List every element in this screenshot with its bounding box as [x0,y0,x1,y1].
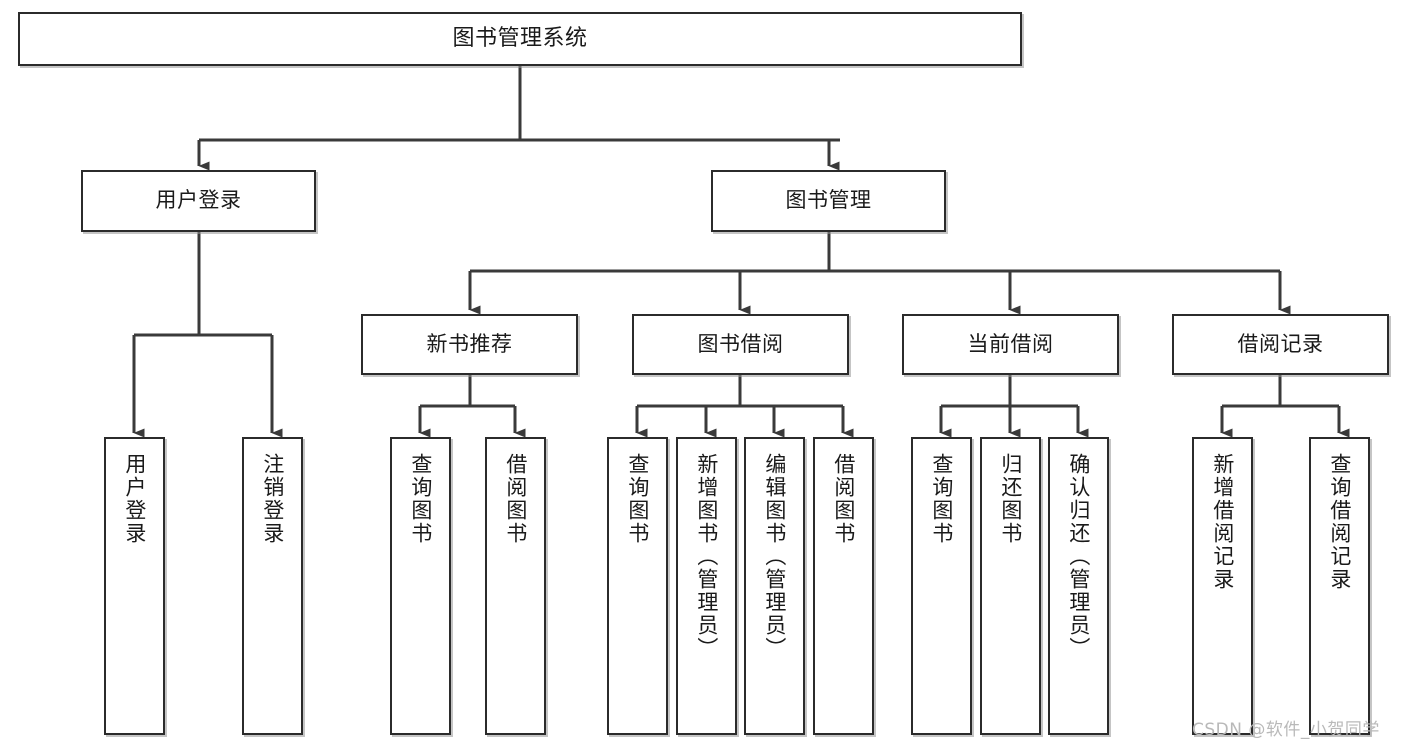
node-leaf-borrow-book-1[interactable]: 借阅图书 [485,437,546,735]
node-leaf-query-book-1[interactable]: 查询图书 [390,437,451,735]
node-leaf-confirm-return-label: 确认归还（管理员） [1066,453,1091,660]
node-leaf-query-record[interactable]: 查询借阅记录 [1309,437,1370,735]
node-leaf-logout-label: 注销登录 [260,453,285,545]
node-leaf-query-book-3[interactable]: 查询图书 [911,437,972,735]
node-user-login-label: 用户登录 [155,188,242,213]
node-leaf-logout[interactable]: 注销登录 [242,437,303,735]
node-new-book-rec-label: 新书推荐 [426,331,513,356]
node-leaf-query-book-2-label: 查询图书 [625,453,650,545]
node-leaf-return-book-label: 归还图书 [998,453,1023,545]
node-leaf-confirm-return[interactable]: 确认归还（管理员） [1048,437,1109,735]
node-new-book-rec[interactable]: 新书推荐 [361,314,578,375]
node-user-login[interactable]: 用户登录 [81,170,316,232]
node-leaf-add-book-label: 新增图书（管理员） [694,453,719,660]
node-book-manage-label: 图书管理 [785,188,872,213]
node-leaf-user-login-label: 用户登录 [122,453,147,545]
node-leaf-borrow-book-2-label: 借阅图书 [831,453,856,545]
node-leaf-query-book-2[interactable]: 查询图书 [607,437,668,735]
node-root[interactable]: 图书管理系统 [18,12,1022,66]
node-leaf-query-book-3-label: 查询图书 [929,453,954,545]
node-leaf-query-book-1-label: 查询图书 [408,453,433,545]
node-leaf-return-book[interactable]: 归还图书 [980,437,1041,735]
node-leaf-user-login[interactable]: 用户登录 [104,437,165,735]
node-current-borrow-label: 当前借阅 [967,331,1054,356]
node-leaf-edit-book-label: 编辑图书（管理员） [762,453,787,660]
node-leaf-add-record[interactable]: 新增借阅记录 [1192,437,1253,735]
node-leaf-edit-book[interactable]: 编辑图书（管理员） [744,437,805,735]
node-leaf-borrow-book-2[interactable]: 借阅图书 [813,437,874,735]
node-book-manage[interactable]: 图书管理 [711,170,946,232]
node-leaf-borrow-book-1-label: 借阅图书 [503,453,528,545]
node-leaf-add-book[interactable]: 新增图书（管理员） [676,437,737,735]
node-borrow-record-label: 借阅记录 [1237,331,1324,356]
node-root-label: 图书管理系统 [452,25,588,51]
node-book-borrow[interactable]: 图书借阅 [632,314,849,375]
node-leaf-query-record-label: 查询借阅记录 [1327,453,1352,591]
node-book-borrow-label: 图书借阅 [697,331,784,356]
node-borrow-record[interactable]: 借阅记录 [1172,314,1389,375]
node-leaf-add-record-label: 新增借阅记录 [1210,453,1235,591]
node-current-borrow[interactable]: 当前借阅 [902,314,1119,375]
